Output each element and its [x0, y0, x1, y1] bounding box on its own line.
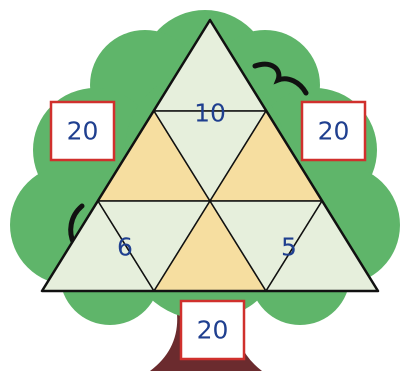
sum-box-left: 20: [51, 102, 114, 160]
sum-box-right: 20: [302, 102, 365, 160]
cell-top-number: 10: [194, 99, 226, 128]
sum-bottom-value: 20: [197, 316, 229, 345]
sum-left-value: 20: [67, 117, 99, 146]
sum-right-value: 20: [318, 117, 350, 146]
cell-bottom-left-number: 6: [117, 233, 133, 262]
cell-bottom-right-number: 5: [281, 233, 297, 262]
sum-box-bottom: 20: [181, 301, 244, 359]
